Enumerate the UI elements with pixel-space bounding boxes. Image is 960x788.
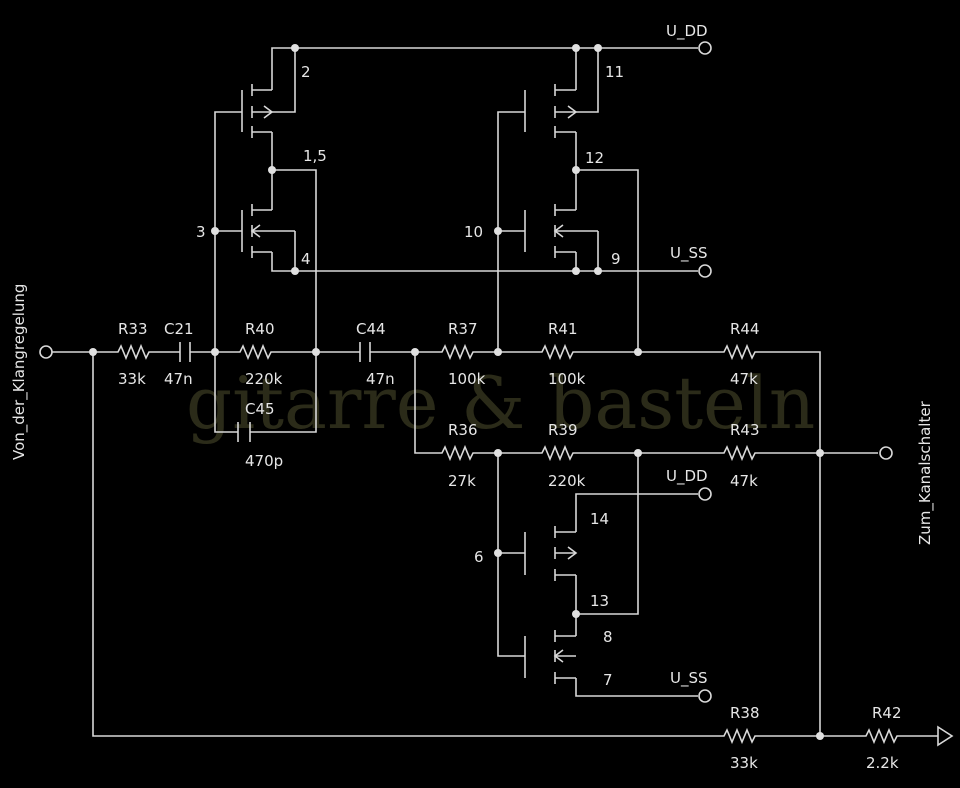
r37-value: 100k	[448, 370, 486, 388]
mosfet-q5-pmos	[524, 526, 578, 581]
mosfet-q2-nmos	[241, 204, 295, 258]
r39-value: 220k	[548, 472, 586, 490]
mosfet-q6-nmos	[524, 630, 576, 684]
output-terminal	[879, 446, 893, 460]
output-arrow-icon	[937, 725, 954, 747]
c44-name: C44	[356, 320, 386, 338]
c44-value: 47n	[366, 370, 395, 388]
r41-name: R41	[548, 320, 578, 338]
c45-name: C45	[245, 400, 275, 418]
r43-value: 47k	[730, 472, 758, 490]
input-terminal	[39, 345, 53, 359]
resistor-r33	[114, 343, 152, 361]
capacitor-c45	[237, 422, 251, 442]
pin-label: 13	[590, 592, 609, 610]
r41-value: 100k	[548, 370, 586, 388]
pin-label: 6	[474, 548, 484, 566]
r43-name: R43	[730, 421, 760, 439]
r42-name: R42	[872, 704, 902, 722]
r38-value: 33k	[730, 754, 758, 772]
c21-name: C21	[164, 320, 194, 338]
input-label: Von_der_Klangregelung	[10, 284, 29, 460]
r42-value: 2.2k	[866, 754, 899, 772]
mosfet-q3-pmos	[524, 72, 578, 138]
pin-label: 1,5	[303, 147, 327, 165]
pin-label: 11	[605, 63, 624, 81]
vss-terminal-bottom	[698, 689, 712, 703]
pin-label: 8	[603, 628, 613, 646]
resistor-r36	[438, 444, 482, 462]
pin-label: 12	[585, 149, 604, 167]
capacitor-c44	[359, 342, 371, 362]
r40-name: R40	[245, 320, 275, 338]
vss-label-top: U_SS	[670, 244, 708, 263]
vss-label-bottom: U_SS	[670, 669, 708, 688]
r39-name: R39	[548, 421, 578, 439]
pin-label: 2	[301, 63, 311, 81]
mosfet-q1-pmos	[241, 72, 274, 138]
resistor-r39	[538, 444, 582, 462]
r44-name: R44	[730, 320, 760, 338]
pin-label: 14	[590, 510, 609, 528]
r44-value: 47k	[730, 370, 758, 388]
vdd-terminal-bottom	[698, 487, 712, 501]
r36-value: 27k	[448, 472, 476, 490]
pin-label: 10	[464, 223, 483, 241]
pin-label: 4	[301, 250, 311, 268]
pin-label: 7	[603, 671, 613, 689]
wires	[52, 47, 938, 737]
watermark: gitarre & basteln	[186, 361, 815, 445]
r40-value: 220k	[245, 370, 283, 388]
resistor-r38	[720, 727, 762, 745]
pin-label: 3	[196, 223, 206, 241]
r37-name: R37	[448, 320, 478, 338]
output-label: Zum_Kanalschalter	[916, 400, 935, 545]
r33-name: R33	[118, 320, 148, 338]
vss-terminal-top	[698, 264, 712, 278]
vdd-label-bottom: U_DD	[666, 467, 708, 486]
junction-dots	[89, 44, 824, 740]
capacitor-c21	[179, 342, 191, 362]
c45-value: 470p	[245, 452, 283, 470]
pin-label: 9	[611, 250, 621, 268]
resistor-r42	[862, 727, 904, 745]
resistor-r41	[538, 343, 582, 361]
resistor-r40	[236, 343, 280, 361]
resistor-r44	[720, 343, 762, 361]
mosfet-q4-nmos	[524, 204, 598, 258]
vdd-label-top: U_DD	[666, 22, 708, 41]
c21-value: 47n	[164, 370, 193, 388]
r38-name: R38	[730, 704, 760, 722]
r36-name: R36	[448, 421, 478, 439]
r33-value: 33k	[118, 370, 146, 388]
resistor-r37	[438, 343, 482, 361]
vdd-terminal-top	[698, 41, 712, 55]
resistor-r43	[720, 444, 762, 462]
